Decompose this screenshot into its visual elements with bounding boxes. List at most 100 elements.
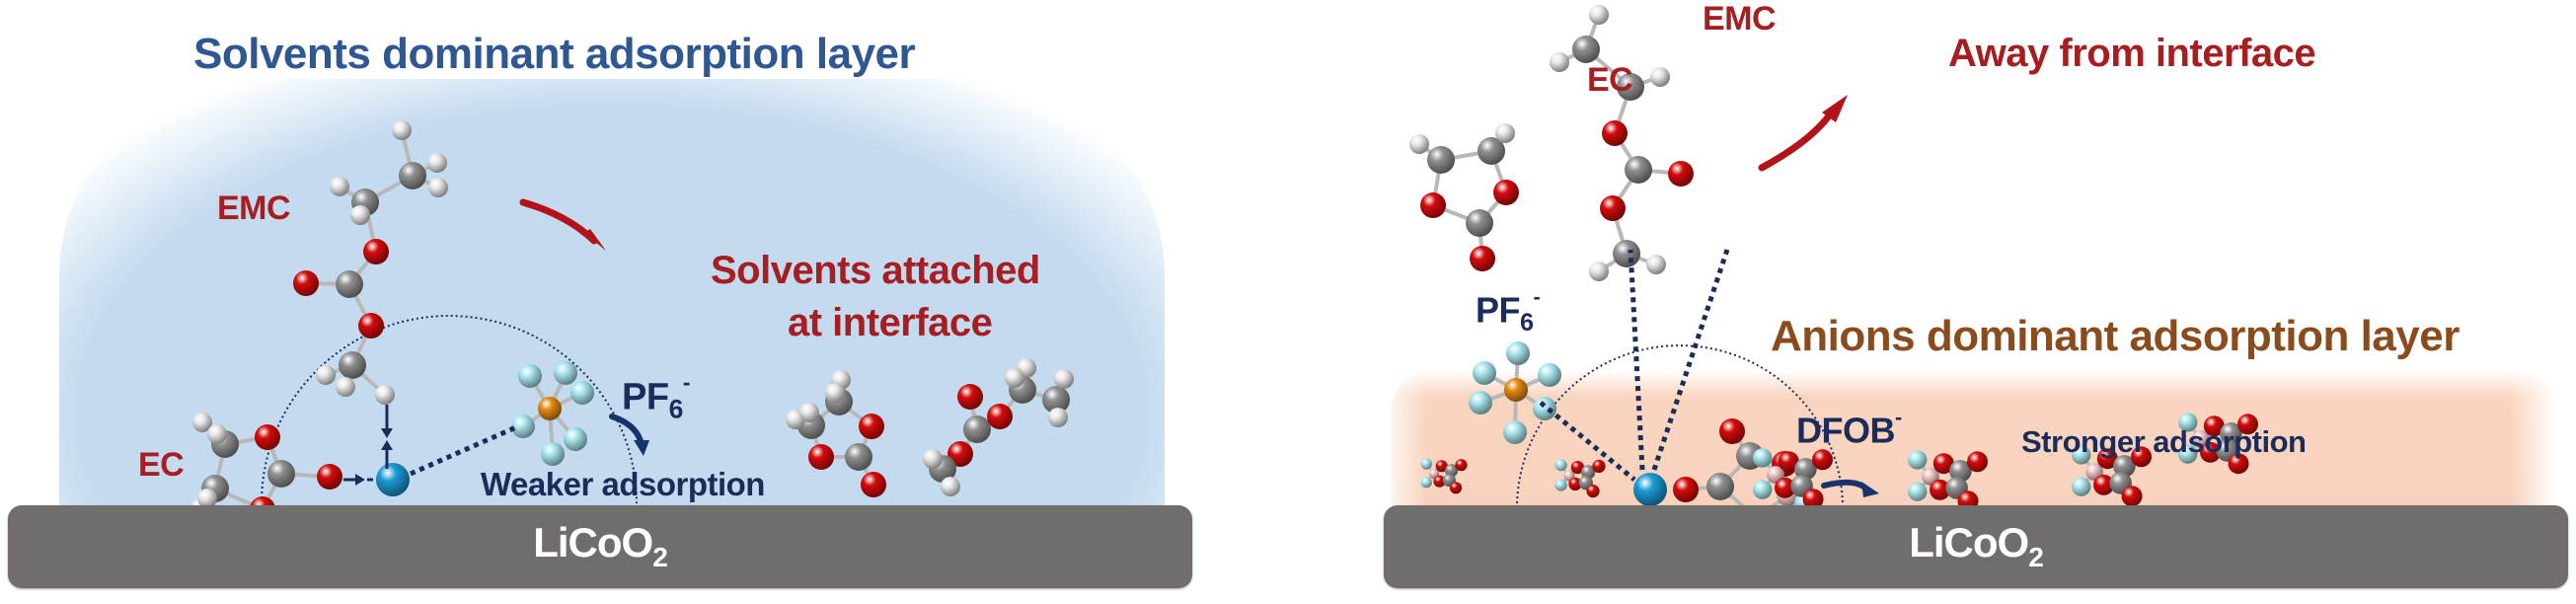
hydrogen-atom [1646, 255, 1666, 274]
li-ec-desolvation [1628, 249, 1645, 471]
panel-solvent-dominant: Solvents dominant adsorption layer EMC E… [0, 0, 1214, 604]
oxygen-atom [2121, 486, 2143, 507]
oxygen-atom [1493, 180, 1519, 205]
fluorine-atom [2072, 445, 2091, 465]
carbon-atom [336, 270, 363, 298]
pf6-charge: - [682, 369, 691, 395]
oxygen-atom [358, 313, 384, 339]
carbon-atom [2220, 421, 2242, 445]
carbon-atom [1617, 73, 1644, 101]
hydrogen-atom [923, 449, 943, 469]
lithium-atom [376, 463, 410, 496]
oxygen-atom [293, 270, 319, 296]
red-arrow-down-left [519, 198, 606, 251]
dfob-charge: - [1895, 405, 1902, 429]
substrate-label-left: LiCoO2 [8, 519, 1192, 573]
fluorine-atom [1554, 459, 1567, 472]
carbon-atom [267, 460, 295, 488]
oxygen-atom [1719, 418, 1745, 444]
hydrogen-atom [330, 177, 349, 196]
hydrogen-atom [427, 153, 447, 173]
label-solvents-attached: Solvents attached [711, 249, 1040, 292]
oxygen-atom [1592, 459, 1606, 474]
oxygen-atom [2131, 446, 2152, 468]
pf6-subscript: 6 [1520, 309, 1534, 338]
carbon-atom [1427, 146, 1455, 174]
oxygen-atom [1673, 477, 1699, 502]
licoo2-substrate-right: LiCoO2 [1384, 505, 2568, 588]
li-pf6-interaction-right [1539, 401, 1636, 482]
oxygen-atom [1568, 477, 1582, 491]
emc-molecule-free [923, 358, 1074, 496]
label-pf6-left: PF6- [622, 369, 690, 425]
substrate-base: LiCoO [1909, 519, 2029, 566]
emc-molecule-left [293, 120, 448, 405]
hydrogen-atom [799, 403, 819, 422]
dfob-small-2 [1554, 459, 1606, 498]
navy-arrow-stronger [1821, 479, 1879, 497]
label-ec-left: EC [138, 446, 185, 484]
oxygen-atom [2237, 414, 2258, 435]
carbon-atom [1572, 36, 1600, 63]
hydrogen-atom [1409, 134, 1429, 154]
substrate-subscript: 2 [652, 542, 668, 572]
oxygen-atom [957, 384, 983, 410]
solvation-sheath-arc [261, 315, 638, 504]
oxygen-atom [1775, 477, 1795, 498]
carbon-atom [963, 415, 991, 443]
oxygen-atom [1455, 459, 1468, 472]
substrate-base: LiCoO [533, 519, 653, 566]
oxygen-atom [1930, 479, 1950, 500]
hydrogen-atom [1054, 369, 1074, 389]
oxygen-atom [1435, 460, 1448, 473]
oxygen-atom [1778, 451, 1799, 473]
fluorine-atom [2178, 413, 2198, 432]
ec-molecule-free [786, 370, 886, 497]
oxygen-atom [1802, 489, 1824, 510]
fluorine-atom [570, 381, 594, 405]
pf6-base: PF [1476, 289, 1521, 331]
oxygen-atom [2096, 448, 2118, 470]
hydrogen-atom [336, 377, 355, 397]
oxygen-atom [861, 472, 886, 497]
label-emc-left: EMC [217, 189, 291, 227]
coordination-arrows-left [343, 405, 393, 486]
label-dfob: DFOB- [1796, 405, 1902, 451]
oxygen-atom [1812, 449, 1833, 471]
hydrogen-atom [1048, 408, 1068, 427]
oxygen-atom [255, 424, 280, 450]
phosphorus-atom [538, 397, 562, 420]
hydrogen-atom [941, 477, 960, 496]
oxygen-atom [1600, 195, 1626, 221]
carbon-atom [845, 443, 872, 471]
panel-title-right: Anions dominant adsorption layer [1771, 312, 2460, 360]
carbon-atom [1042, 386, 1070, 414]
oxygen-atom [1668, 161, 1694, 187]
solvent-adsorption-layer [59, 79, 1165, 543]
carbon-atom [2113, 454, 2136, 478]
substrate-label-right: LiCoO2 [1384, 519, 2568, 573]
fluorine-atom [2178, 444, 2198, 464]
li-ion-left [376, 463, 410, 496]
dfob-base: DFOB [1796, 410, 1896, 451]
red-arrow-away [1758, 95, 1848, 172]
dfob-small-1 [1420, 458, 1468, 494]
oxygen-atom [1433, 475, 1446, 488]
fluorine-atom [1533, 397, 1556, 420]
hydrogen-atom [428, 178, 448, 197]
carbon-atom [1625, 156, 1652, 184]
dfob-adsorbed-3 [2072, 445, 2152, 507]
hydrogen-atom [392, 120, 412, 140]
ec-molecule-away [1409, 123, 1519, 271]
oxygen-atom [2203, 415, 2225, 437]
phosphorus-atom [1504, 378, 1528, 402]
fluorine-atom [541, 442, 565, 466]
oxygen-atom [1932, 453, 1954, 475]
oxygen-atom [1449, 482, 1463, 494]
oxygen-atom [808, 444, 834, 470]
carbon-atom [1949, 459, 1972, 483]
oxygen-atom [363, 239, 389, 264]
label-stronger-adsorption: Stronger adsorption [2021, 424, 2307, 459]
right-molecules [1409, 5, 2258, 531]
hydrogen-atom [1589, 5, 1609, 25]
